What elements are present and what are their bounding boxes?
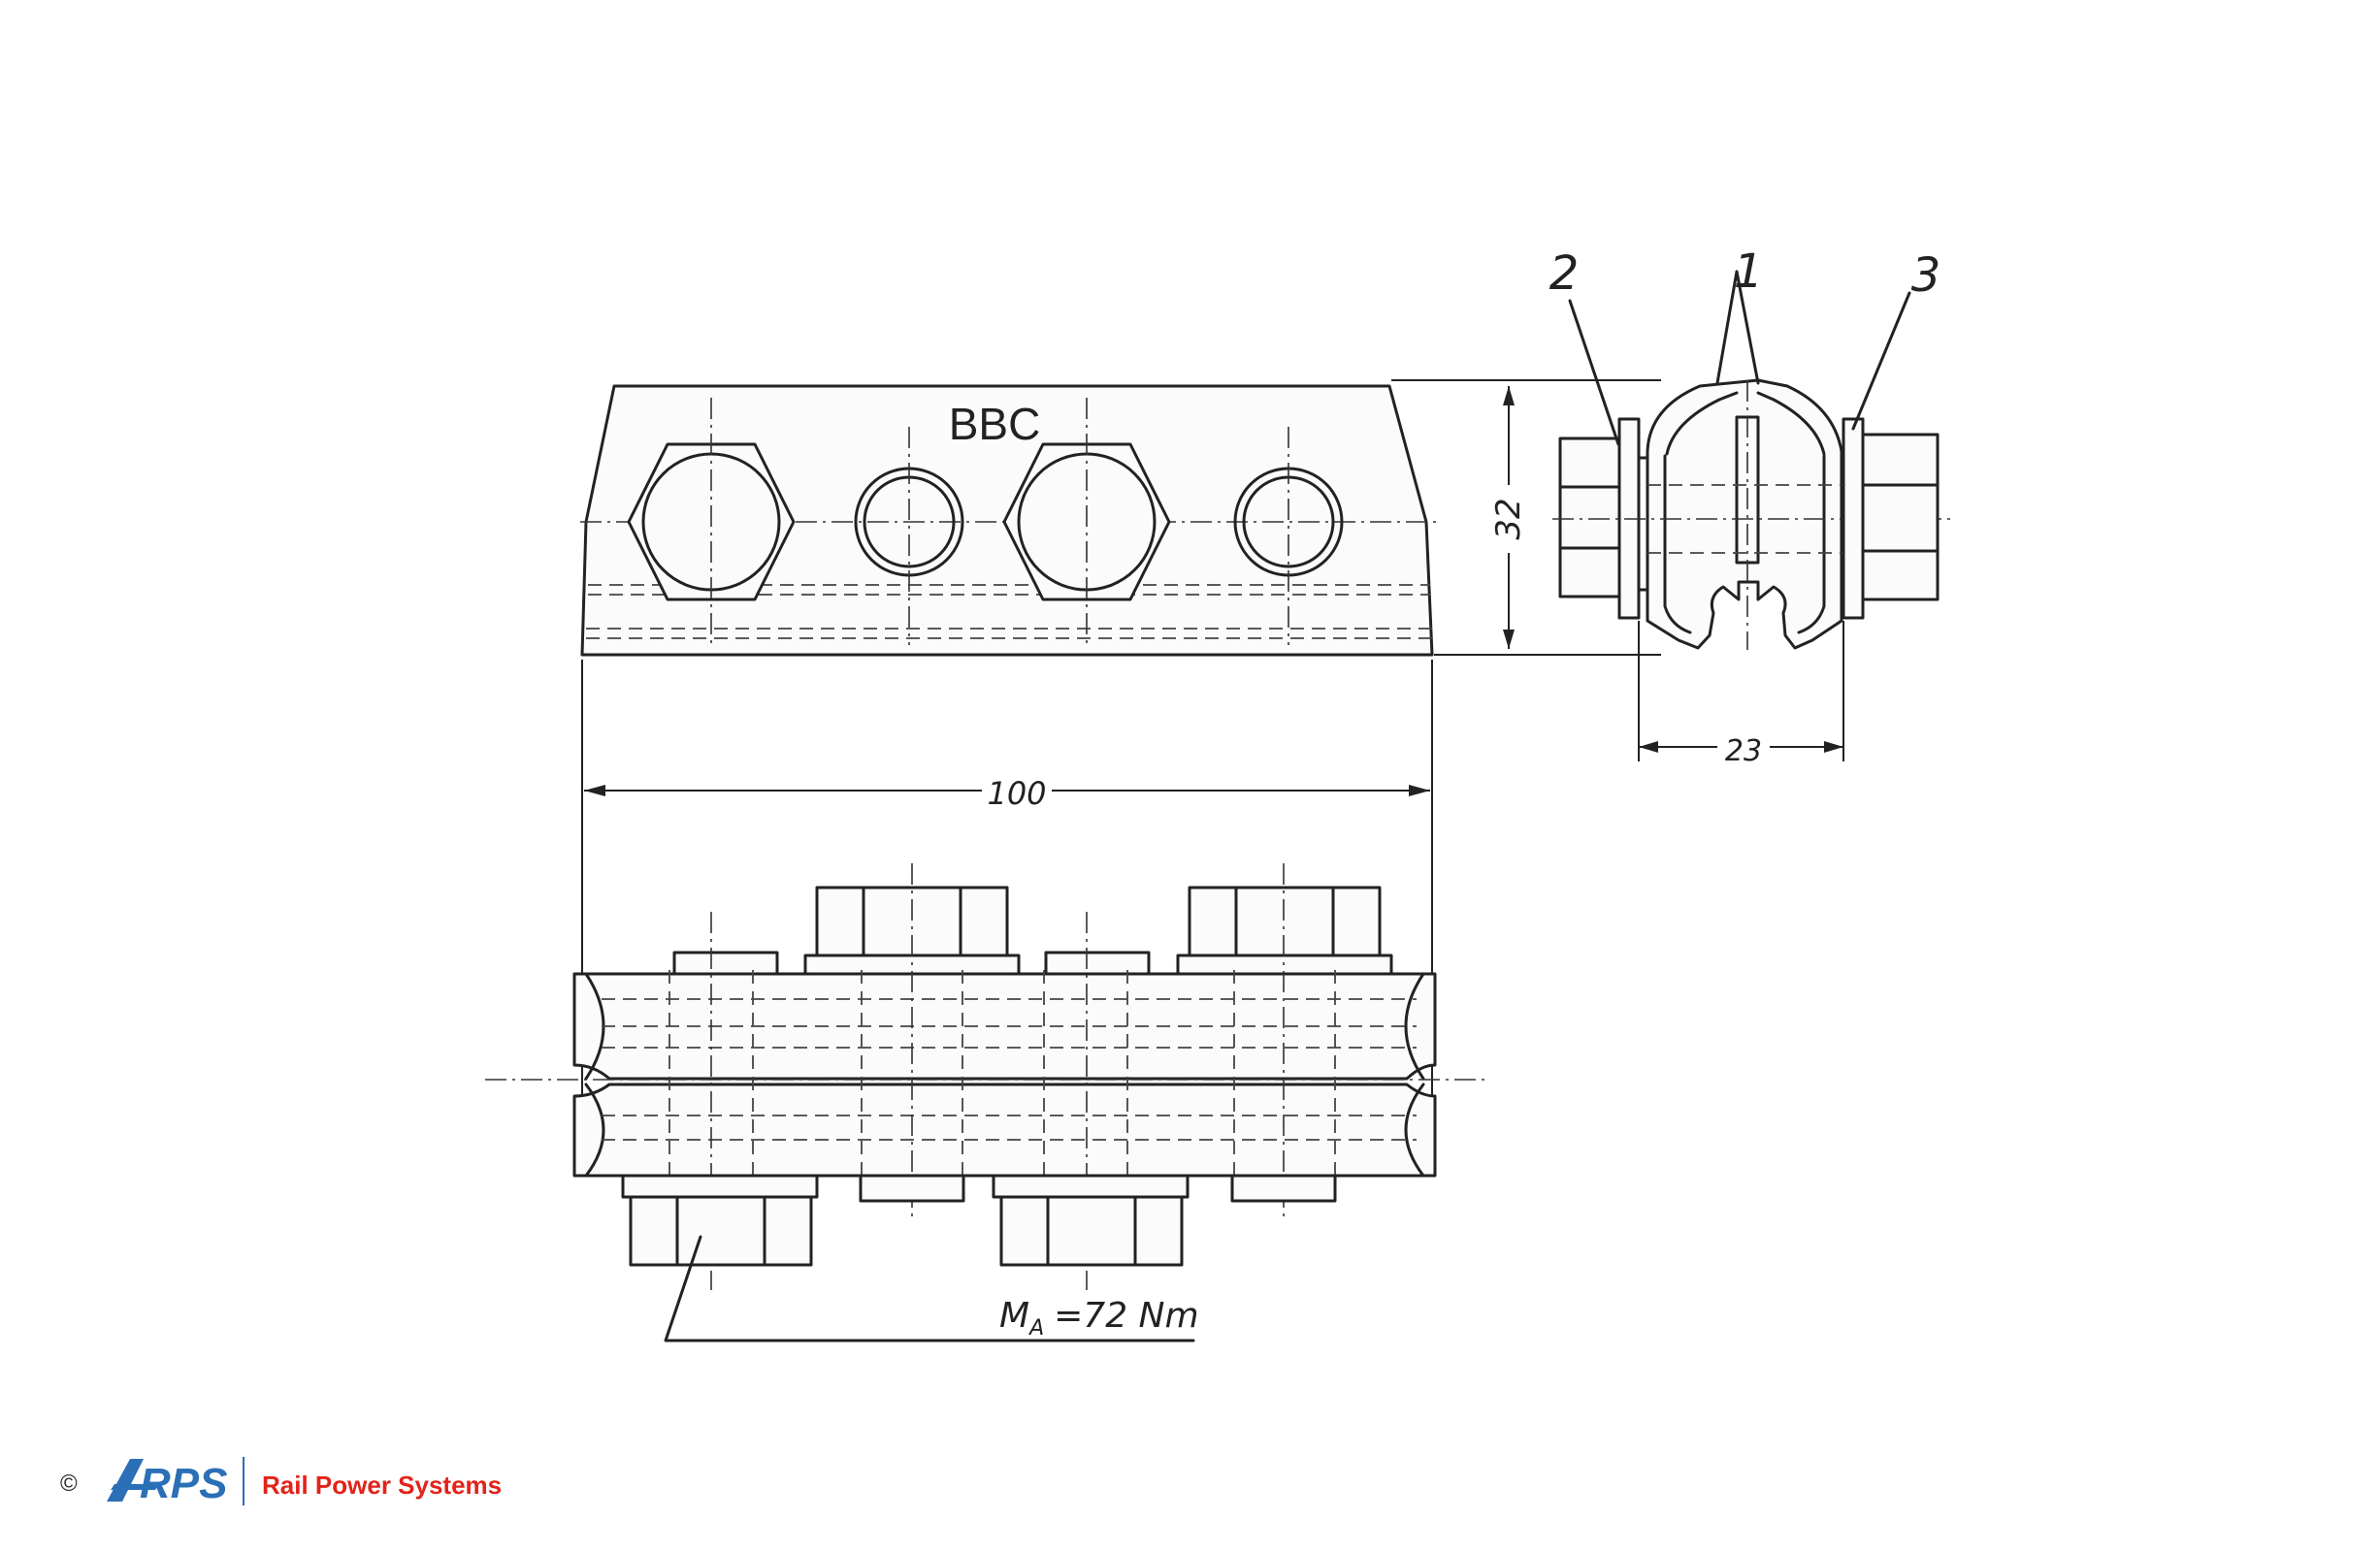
- nut-face-right: [1233, 427, 1344, 645]
- bolt-head-left: [627, 398, 796, 645]
- bolt-head-right: [1002, 398, 1171, 645]
- dimension-length-label: 100: [987, 775, 1046, 812]
- part-labels: 2 1 3: [1549, 244, 1941, 446]
- torque-symbol: M: [999, 1296, 1029, 1336]
- logo-stripe-icon: [111, 1484, 159, 1490]
- part-label-3: 3: [1911, 248, 1941, 303]
- copyright-symbol: ©: [60, 1471, 78, 1497]
- part-label-1: 1: [1734, 244, 1764, 299]
- nut-face-left: [854, 427, 964, 645]
- logo-swoosh-icon: [107, 1459, 144, 1502]
- dimension-height-label: 32: [1489, 498, 1528, 539]
- torque-label: MA =72 Nm: [999, 1296, 1199, 1341]
- logo-text: RPS: [140, 1460, 227, 1507]
- top-view-clamp: BBC: [580, 384, 1436, 657]
- torque-annotation: MA =72 Nm: [664, 1235, 1199, 1342]
- dimension-width-label: 23: [1725, 734, 1762, 768]
- dimension-width: 23: [1638, 621, 1844, 768]
- dimension-height: 32: [1391, 379, 1661, 656]
- part-label-2: 2: [1549, 246, 1580, 301]
- side-view-section: [1552, 378, 1950, 650]
- washer-right: [1842, 417, 1865, 620]
- maker-mark-text: BBC: [949, 399, 1041, 449]
- dimension-length: 100: [581, 660, 1433, 1174]
- footer-branding: © RPS Rail Power Systems: [60, 1451, 565, 1509]
- logo-divider: [243, 1457, 245, 1505]
- front-view-clamp: [485, 863, 1484, 1290]
- company-name: Rail Power Systems: [262, 1471, 503, 1500]
- torque-value: =72 Nm: [1054, 1296, 1198, 1336]
- rps-logo: RPS: [107, 1459, 227, 1507]
- torque-subscript: A: [1027, 1316, 1044, 1341]
